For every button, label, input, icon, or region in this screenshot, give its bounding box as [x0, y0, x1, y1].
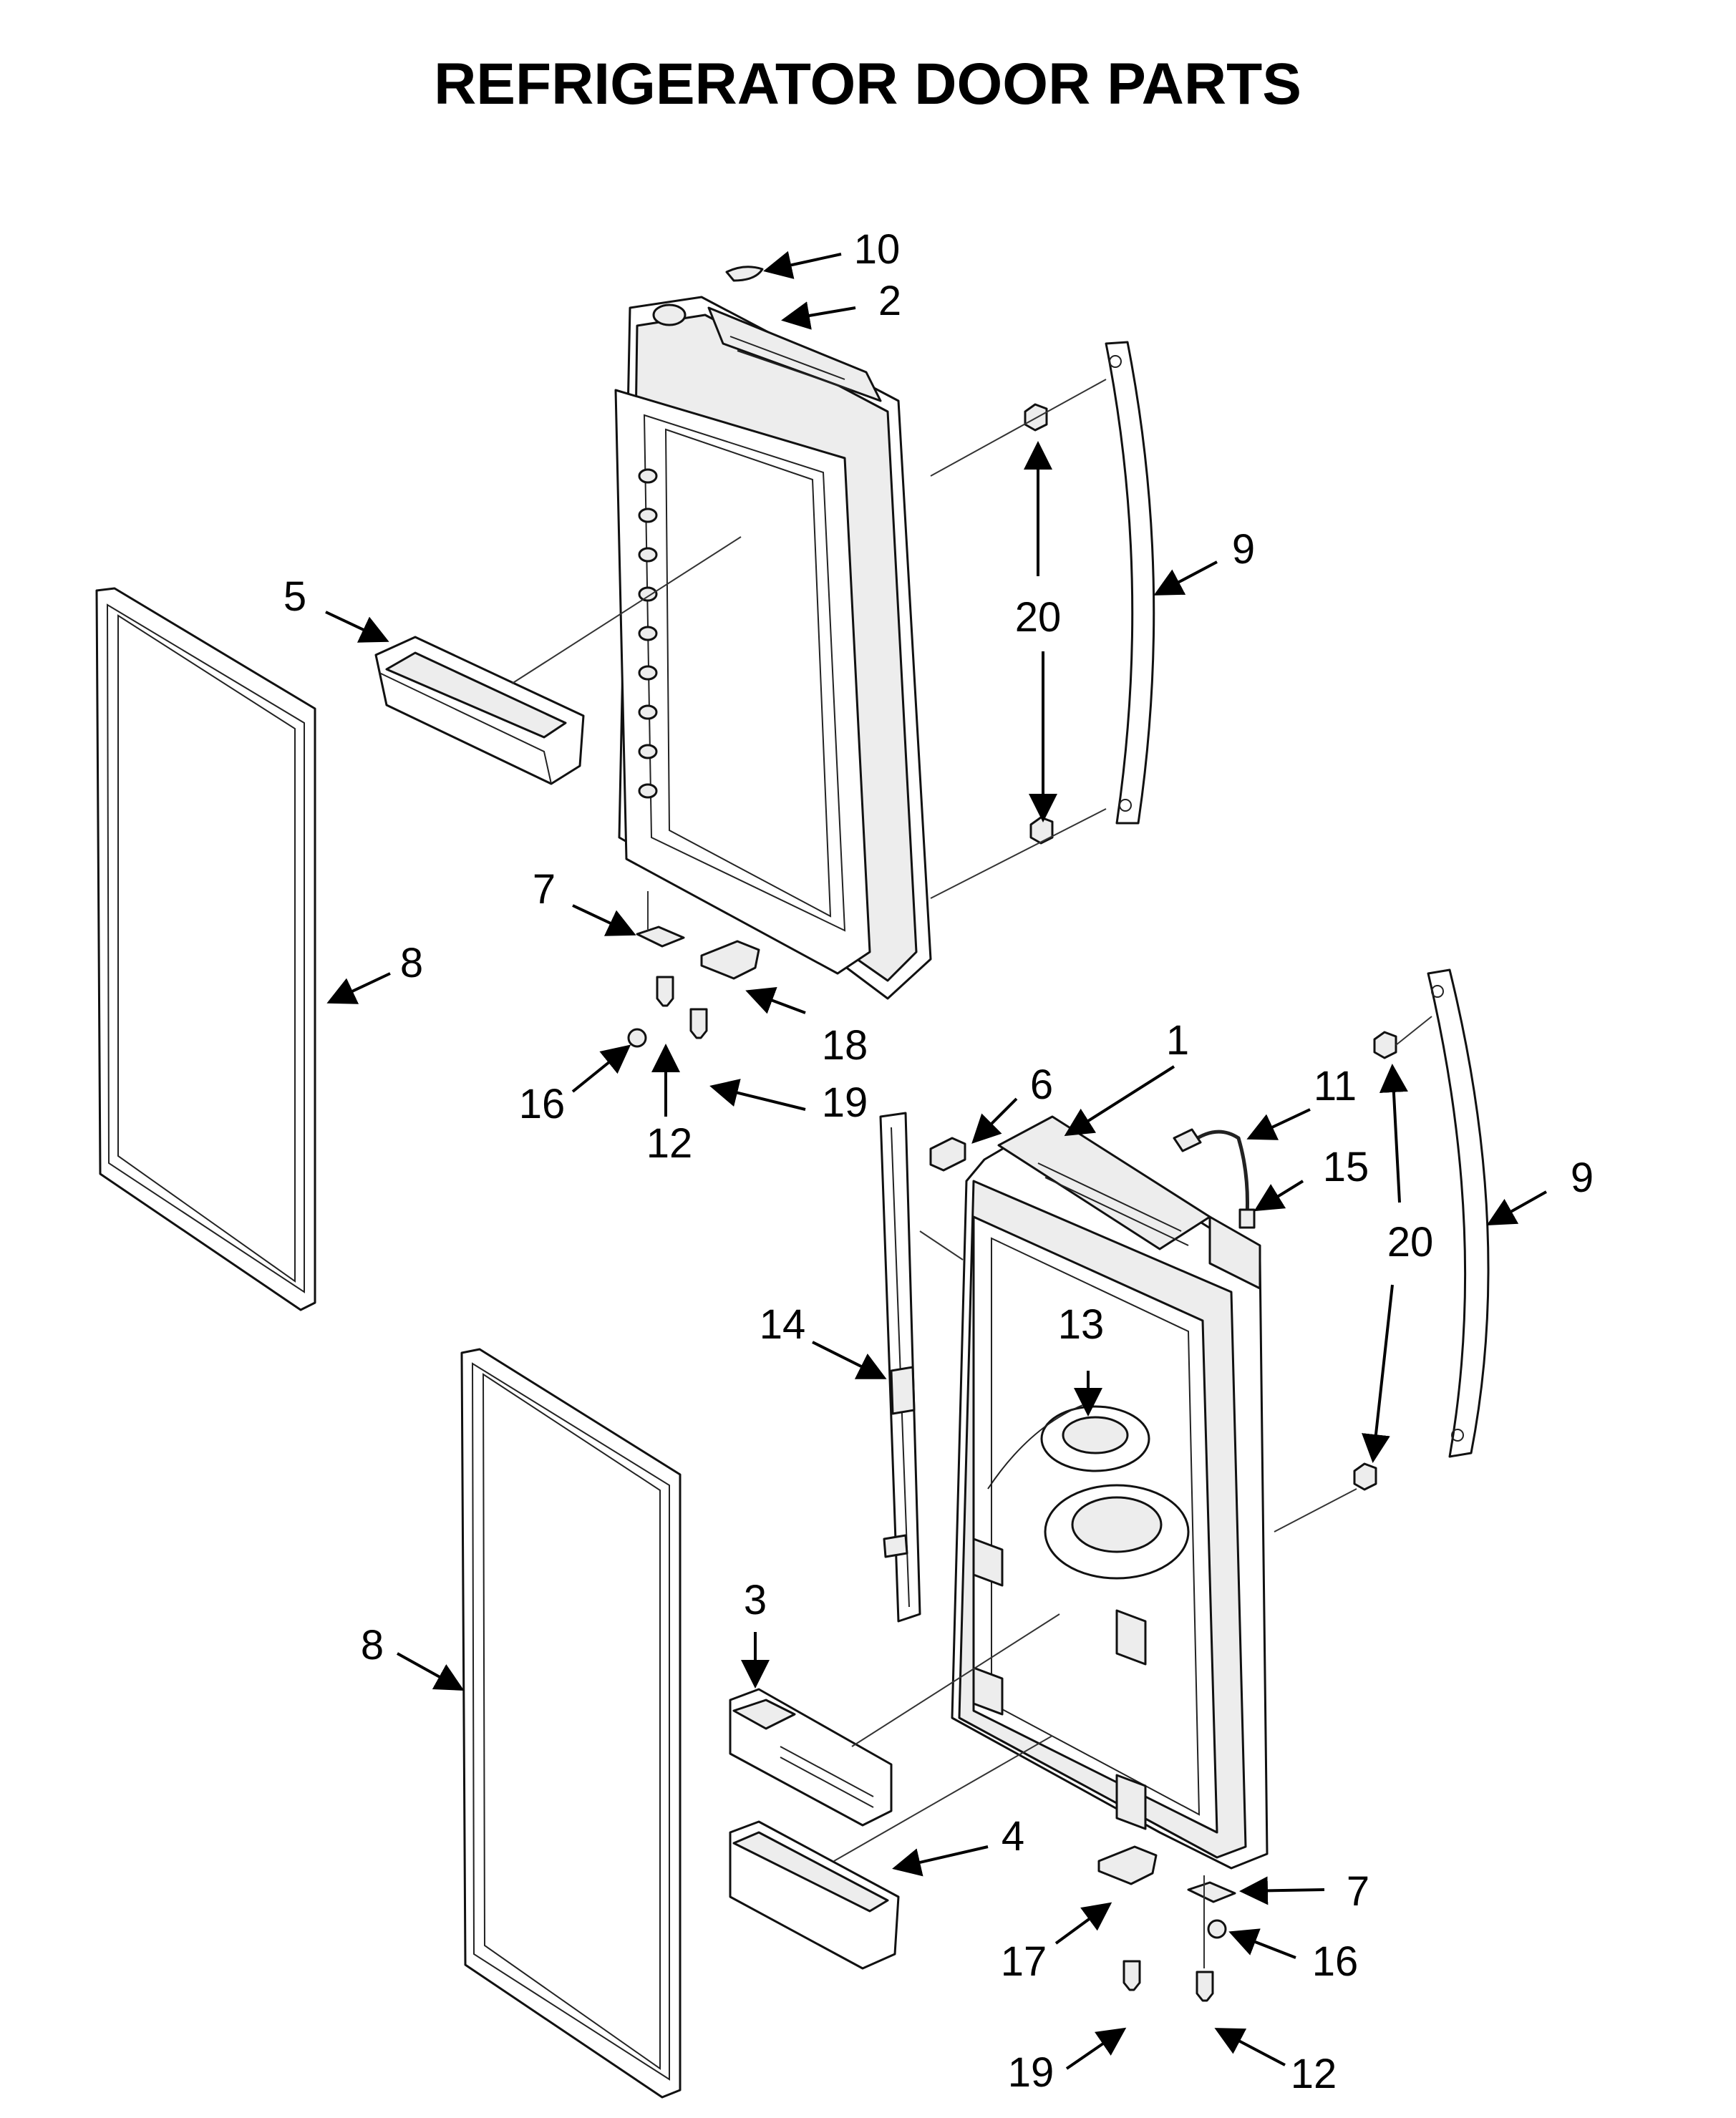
callout-20-upper: 20	[1015, 594, 1062, 641]
callout-8-lower: 8	[361, 1622, 384, 1668]
callout-12-lower: 12	[1291, 2051, 1337, 2097]
callout-11: 11	[1314, 1063, 1357, 1109]
callout-9-upper: 9	[1232, 526, 1255, 573]
part-9-upper-handle-trim	[1105, 341, 1155, 825]
diagram-title: REFRIGERATOR DOOR PARTS	[434, 52, 1301, 117]
callout-20-lower: 20	[1387, 1219, 1434, 1266]
callout-9-lower: 9	[1571, 1155, 1594, 1201]
callout-13: 13	[1058, 1301, 1105, 1348]
callout-19-upper: 19	[822, 1079, 868, 1126]
callout-8-upper: 8	[400, 940, 423, 986]
part-10-cap	[725, 266, 764, 282]
part-9-lower-handle-trim	[1427, 968, 1490, 1458]
callout-4: 4	[1002, 1813, 1024, 1860]
part-3-door-bin	[729, 1688, 893, 1827]
part-6-plug	[929, 1137, 966, 1172]
callout-18: 18	[822, 1022, 868, 1069]
callout-12-upper: 12	[646, 1120, 693, 1167]
leader-lines	[325, 251, 1547, 2070]
upper-door-liner	[614, 296, 932, 1000]
callout-1: 1	[1166, 1017, 1189, 1064]
callout-14: 14	[760, 1301, 806, 1348]
part-8-lower-gasket	[460, 1348, 682, 2099]
callout-2: 2	[878, 278, 901, 324]
callout-19-lower: 19	[1008, 2049, 1054, 2096]
part-8-upper-gasket	[95, 587, 316, 1311]
callout-7-upper: 7	[533, 866, 556, 913]
lower-door-liner	[951, 1115, 1269, 1870]
callout-15: 15	[1323, 1144, 1369, 1190]
callout-16-lower: 16	[1312, 1938, 1359, 1985]
part-15-fitting	[1238, 1208, 1256, 1229]
part-11-tube	[1173, 1128, 1249, 1218]
part-5-door-bin	[374, 636, 585, 785]
callout-7-lower: 7	[1347, 1868, 1369, 1915]
callout-16-upper: 16	[519, 1081, 566, 1127]
callout-labels: 10 2 9 20 5 8 7 18 16 12 19 6 1 11 15 9 …	[283, 226, 1594, 2097]
callout-10: 10	[854, 226, 901, 273]
part-20-lower-studs	[1353, 1031, 1397, 1491]
callout-6: 6	[1030, 1062, 1053, 1108]
lower-hinge-hardware	[1097, 1845, 1236, 2002]
callout-5: 5	[283, 573, 306, 620]
callout-3: 3	[744, 1577, 767, 1623]
part-14-mullion	[879, 1112, 921, 1623]
upper-hinge-hardware	[627, 926, 760, 1048]
callout-17: 17	[1001, 1938, 1047, 1985]
part-4-door-bin	[729, 1820, 900, 1970]
upper-door-shelf-bumps	[638, 468, 658, 799]
